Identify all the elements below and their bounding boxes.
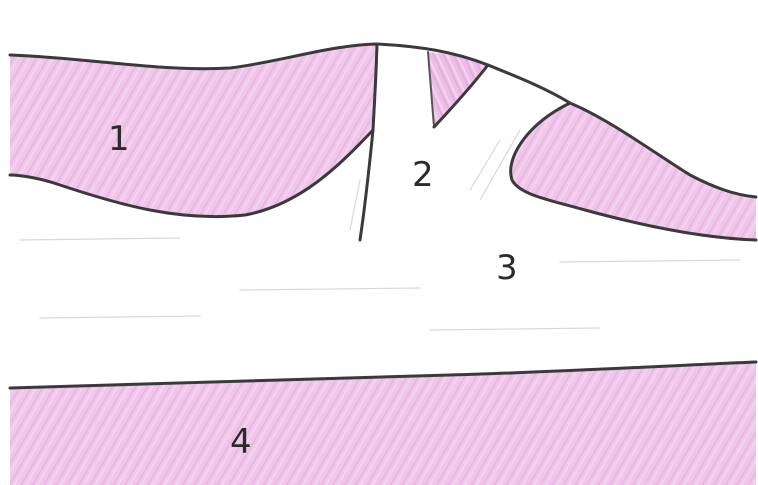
region-1-label: 1 xyxy=(108,119,130,159)
region-3-label: 3 xyxy=(496,248,518,288)
region-2-label: 2 xyxy=(412,155,434,195)
region-4-label: 4 xyxy=(230,422,252,462)
